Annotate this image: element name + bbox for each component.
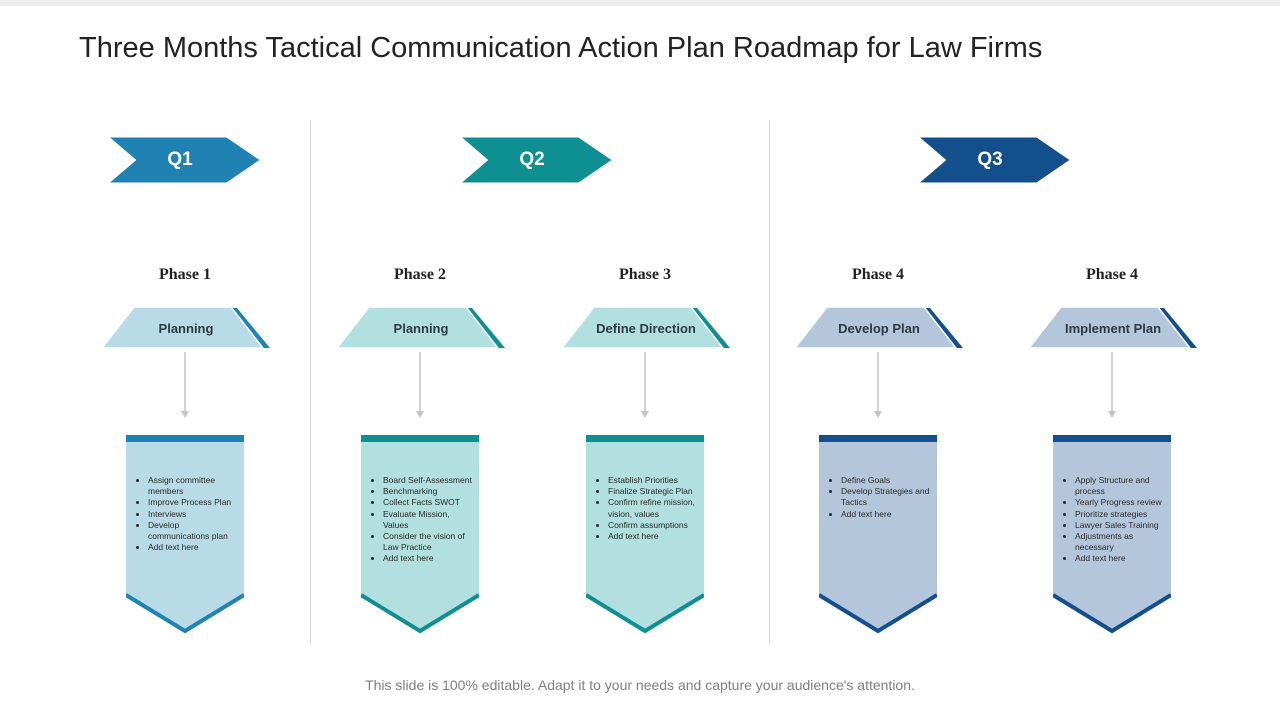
trapezoid-shape bbox=[561, 306, 730, 349]
arrow-down-icon bbox=[874, 352, 882, 418]
arrow-down-icon bbox=[181, 352, 189, 418]
phase-title: Phase 4 bbox=[852, 266, 904, 283]
chevron-shape bbox=[913, 134, 1075, 186]
phase-task-list: Define Goals Develop Strategies and Tact… bbox=[831, 475, 933, 520]
arrow-down-icon bbox=[641, 352, 649, 418]
quarter-label: Q1 bbox=[167, 149, 193, 170]
list-item: Develop communications plan bbox=[148, 520, 240, 542]
phase-detail-banner: Apply Structure and process Yearly Progr… bbox=[1053, 435, 1171, 638]
trapezoid-shape bbox=[794, 306, 963, 349]
phase-title: Phase 2 bbox=[394, 266, 446, 283]
list-item: Interviews bbox=[148, 509, 240, 520]
list-item: Finalize Strategic Plan bbox=[608, 486, 700, 497]
chevron-shape bbox=[103, 134, 265, 186]
list-item: Add text here bbox=[841, 509, 933, 520]
banner-shape bbox=[586, 435, 704, 634]
list-item: Board Self-Assessment bbox=[383, 475, 475, 486]
phase-header-trapezoid: Planning bbox=[101, 305, 271, 350]
phase-label: Planning bbox=[158, 320, 214, 336]
phase-header-trapezoid: Implement Plan bbox=[1028, 305, 1198, 350]
list-item: Evaluate Mission, Values bbox=[383, 509, 475, 531]
phase-label: Develop Plan bbox=[838, 320, 920, 336]
phase-detail-banner: Define Goals Develop Strategies and Tact… bbox=[819, 435, 937, 638]
phase-label: Define Direction bbox=[596, 320, 696, 336]
list-item: Prioritize strategies bbox=[1075, 509, 1167, 520]
top-strip bbox=[0, 0, 1280, 6]
list-item: Lawyer Sales Training bbox=[1075, 520, 1167, 531]
list-item: Benchmarking bbox=[383, 486, 475, 497]
trapezoid-shape bbox=[101, 306, 270, 349]
phase-task-list: Assign committee members Improve Process… bbox=[138, 475, 240, 553]
quarter-chevron-q1: Q1 bbox=[103, 134, 265, 186]
list-item: Add text here bbox=[148, 542, 240, 553]
phase-title: Phase 4 bbox=[1086, 266, 1138, 283]
phase-title: Phase 1 bbox=[159, 266, 211, 283]
banner-shape bbox=[819, 435, 937, 634]
list-item: Collect Facts SWOT bbox=[383, 497, 475, 508]
list-item: Yearly Progress review bbox=[1075, 497, 1167, 508]
banner-shape bbox=[126, 435, 244, 634]
quarter-divider-2 bbox=[769, 120, 770, 644]
list-item: Establish Priorities bbox=[608, 475, 700, 486]
quarter-label: Q3 bbox=[977, 149, 1003, 170]
list-item: Define Goals bbox=[841, 475, 933, 486]
phase-task-list: Establish Priorities Finalize Strategic … bbox=[598, 475, 700, 542]
phase-detail-banner: Establish Priorities Finalize Strategic … bbox=[586, 435, 704, 638]
quarter-chevron-q2: Q2 bbox=[455, 134, 617, 186]
phase-header-trapezoid: Define Direction bbox=[561, 305, 731, 350]
phase-header-trapezoid: Planning bbox=[336, 305, 506, 350]
list-item: Develop Strategies and Tactics bbox=[841, 486, 933, 508]
phase-label: Planning bbox=[393, 320, 449, 336]
quarter-chevron-q3: Q3 bbox=[913, 134, 1075, 186]
list-item: Add text here bbox=[383, 553, 475, 564]
trapezoid-shape bbox=[336, 306, 505, 349]
list-item: Add text here bbox=[608, 531, 700, 542]
slide-footer-note: This slide is 100% editable. Adapt it to… bbox=[365, 677, 915, 693]
phase-task-list: Apply Structure and process Yearly Progr… bbox=[1065, 475, 1167, 565]
phase-detail-banner: Board Self-Assessment Benchmarking Colle… bbox=[361, 435, 479, 638]
slide-title: Three Months Tactical Communication Acti… bbox=[79, 32, 1043, 64]
banner-shape bbox=[361, 435, 479, 634]
chevron-shape bbox=[455, 134, 617, 186]
phase-task-list: Board Self-Assessment Benchmarking Colle… bbox=[373, 475, 475, 565]
list-item: Adjustments as necessary bbox=[1075, 531, 1167, 553]
phase-title: Phase 3 bbox=[619, 266, 671, 283]
list-item: Assign committee members bbox=[148, 475, 240, 497]
list-item: Add text here bbox=[1075, 553, 1167, 564]
phase-header-trapezoid: Develop Plan bbox=[794, 305, 964, 350]
list-item: Confirm refine mission, vision, values bbox=[608, 497, 700, 519]
list-item: Apply Structure and process bbox=[1075, 475, 1167, 497]
trapezoid-shape bbox=[1028, 306, 1197, 349]
list-item: Confirm assumptions bbox=[608, 520, 700, 531]
phase-detail-banner: Assign committee members Improve Process… bbox=[126, 435, 244, 638]
arrow-down-icon bbox=[1108, 352, 1116, 418]
phase-label: Implement Plan bbox=[1064, 320, 1162, 336]
banner-shape bbox=[1053, 435, 1171, 634]
quarter-divider-1 bbox=[310, 120, 311, 644]
arrow-down-icon bbox=[416, 352, 424, 418]
list-item: Improve Process Plan bbox=[148, 497, 240, 508]
quarter-label: Q2 bbox=[519, 149, 545, 170]
list-item: Consider the vision of Law Practice bbox=[383, 531, 475, 553]
